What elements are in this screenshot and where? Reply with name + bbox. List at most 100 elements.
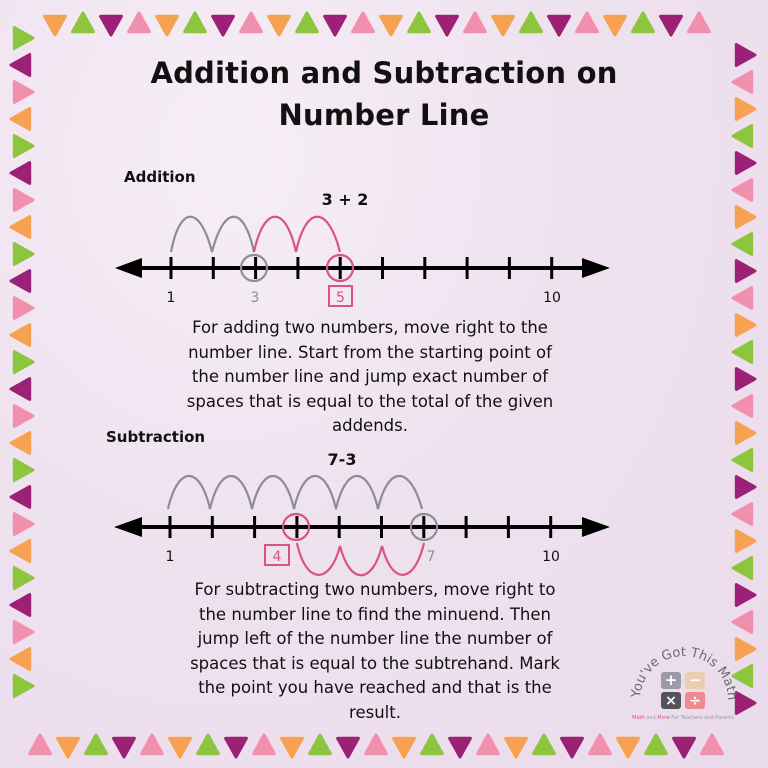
bunting-triangle (731, 232, 754, 256)
bunting-triangle (575, 11, 599, 34)
addition-description-line: addends. (332, 416, 408, 435)
title-line-2: Number Line (278, 98, 490, 132)
bunting-triangle (731, 178, 754, 202)
bunting-triangle (448, 736, 472, 759)
bunting-triangle (734, 259, 757, 283)
bunting-triangle (12, 674, 35, 698)
title-line-1: Addition and Subtraction on (150, 56, 618, 90)
bunting-triangle (12, 296, 35, 320)
bunting-triangle (407, 11, 431, 34)
bunting-triangle (224, 736, 248, 759)
bunting-triangle (99, 14, 123, 37)
subtraction-result-marker-circle (281, 512, 311, 542)
bunting-triangle (295, 11, 319, 34)
bunting-triangle (183, 11, 207, 34)
bunting-triangle (734, 637, 757, 661)
bunting-triangle (547, 14, 571, 37)
bunting-triangle (379, 14, 403, 37)
bunting-triangle (56, 736, 80, 759)
bunting-triangle (336, 736, 360, 759)
subtraction-description-line: For subtracting two numbers, move right … (194, 580, 556, 599)
addition-right-arrow-icon (582, 258, 610, 278)
bunting-triangle (127, 11, 151, 34)
addition-label-3: 3 (251, 290, 260, 306)
subtraction-description-line: the point you have reached and that is t… (198, 678, 552, 697)
bunting-triangle (476, 733, 500, 756)
bunting-triangle (28, 733, 52, 756)
bunting-triangle (603, 14, 627, 37)
addition-description-line: spaces that is equal to the total of the… (186, 391, 554, 411)
addition-description-line: number line. Start from the starting poi… (188, 342, 552, 362)
addition-result-box (328, 285, 353, 307)
addition-label-1: 1 (167, 290, 176, 306)
bunting-triangle (364, 733, 388, 756)
addition-description: For adding two numbers, move right to th… (150, 316, 590, 439)
addition-left-arrow-icon (115, 258, 142, 278)
brand-logo: You've Got This Math + − × ÷ Math and Mo… (629, 645, 738, 721)
logo-tagline: Math and More For Teachers and Parents (632, 715, 734, 721)
bunting-triangle (519, 11, 543, 34)
bunting-triangle (84, 733, 108, 756)
subtraction-label-10: 10 (542, 549, 560, 565)
bunting-triangle (12, 458, 35, 482)
bunting-triangle (734, 151, 757, 175)
bunting-triangle (140, 733, 164, 756)
bunting-triangle (71, 11, 95, 34)
bunting-triangle (734, 97, 757, 121)
subtraction-description-line: jump left of the number line the number … (197, 629, 553, 648)
bunting-triangle (12, 134, 35, 158)
bunting-triangle (504, 736, 528, 759)
bunting-triangle (9, 53, 32, 77)
addition-start-marker-circle (239, 253, 269, 283)
bunting-triangle (392, 736, 416, 759)
bunting-triangle (43, 14, 67, 37)
subtraction-equation: 7-3 (327, 450, 357, 469)
subtraction-pink-jump-path (295, 542, 426, 577)
bunting-triangle (734, 313, 757, 337)
bunting-triangle (252, 733, 276, 756)
bunting-triangle (267, 14, 291, 37)
svg-text:+: + (665, 671, 678, 689)
bunting-triangle (731, 448, 754, 472)
bunting-triangle (12, 242, 35, 266)
bunting-triangle (700, 733, 724, 756)
bunting-triangle (644, 733, 668, 756)
bunting-triangle (532, 733, 556, 756)
bunting-triangle (12, 620, 35, 644)
bunting-triangle (211, 14, 235, 37)
bunting-triangle (9, 215, 32, 239)
bunting-triangle (420, 733, 444, 756)
subtraction-gray-jump-path (166, 475, 424, 510)
bunting-triangle (12, 512, 35, 536)
times-icon (661, 692, 681, 709)
bunting-triangle (9, 593, 32, 617)
bunting-triangle (9, 107, 32, 131)
bunting-triangle (280, 736, 304, 759)
bunting-triangle (12, 80, 35, 104)
bunting-triangle (239, 11, 263, 34)
subtraction-description-line: the number line to find the minuend. The… (199, 604, 551, 624)
bunting-triangle (616, 736, 640, 759)
svg-text:÷: ÷ (689, 693, 701, 709)
bunting-triangle (9, 647, 32, 671)
bunting-triangle (734, 691, 757, 715)
bunting-triangle (734, 421, 757, 445)
subtraction-right-arrow-icon (582, 517, 610, 537)
bunting-triangle (9, 269, 32, 293)
bunting-triangle (731, 664, 754, 688)
bunting-triangle (734, 529, 757, 553)
bunting-triangle (588, 733, 612, 756)
bunting-triangle (659, 14, 683, 37)
addition-description-line: the number line and jump exact number of (191, 367, 549, 386)
subtraction-minuend-marker-circle (409, 512, 439, 542)
bunting-triangle (12, 566, 35, 590)
svg-text:×: × (665, 693, 677, 709)
bunting-triangle (12, 404, 35, 428)
bunting-triangle (323, 14, 347, 37)
bunting-triangle (560, 736, 584, 759)
addition-description-line: For adding two numbers, move right to th… (192, 318, 548, 337)
bunting-triangle (463, 11, 487, 34)
bunting-triangle (731, 340, 754, 364)
